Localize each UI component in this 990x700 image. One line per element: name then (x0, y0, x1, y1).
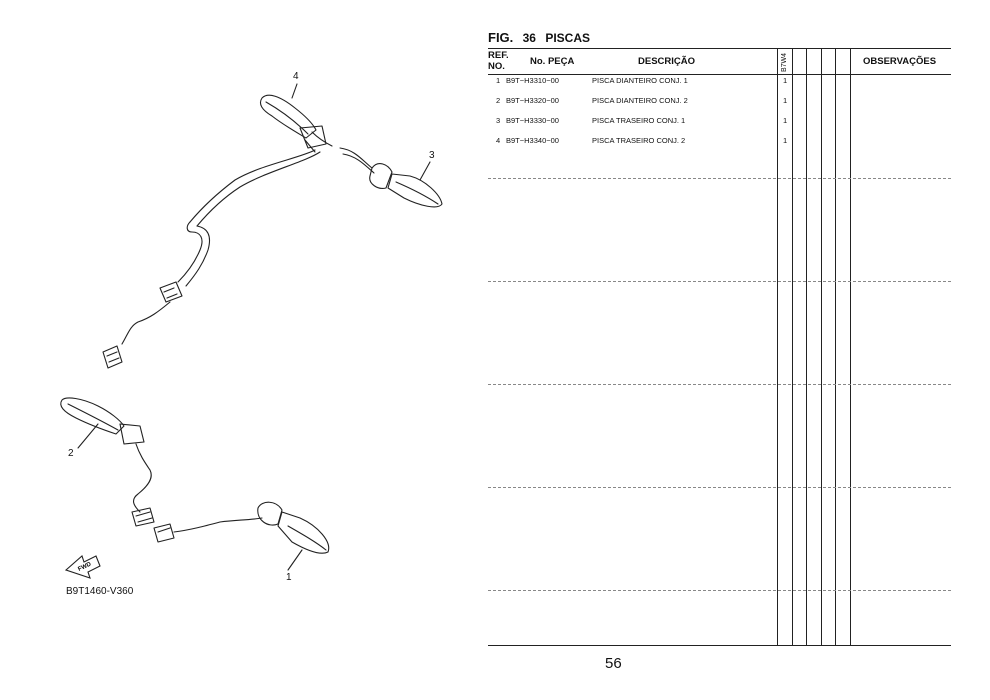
table-row: 2 B9T−H3320−00 PISCA DIANTEIRO CONJ. 2 1 (488, 96, 951, 110)
fwd-label: FWD (77, 561, 93, 572)
row-part-no: B9T−H3320−00 (506, 96, 559, 105)
callout-1: 1 (286, 572, 292, 583)
figure-number: 36 (522, 31, 536, 45)
row-ref: 2 (496, 96, 501, 105)
figure-label: FIG. (488, 30, 514, 45)
header-ref-no: REF. NO. (488, 50, 509, 72)
row-ref: 1 (496, 76, 501, 85)
row-description: PISCA DIANTEIRO CONJ. 2 (592, 96, 688, 105)
column-divider (835, 48, 836, 646)
row-qty: 1 (783, 76, 788, 85)
table-top-rule (488, 48, 951, 49)
figure-title: PISCAS (545, 31, 591, 45)
row-group-divider (488, 384, 951, 385)
header-part-no: No. PEÇA (530, 56, 575, 67)
page-number: 56 (605, 655, 622, 672)
row-group-divider (488, 281, 951, 282)
turn-signal-drawing: FWD (60, 83, 443, 579)
diagram-code: B9T1460-V360 (66, 586, 134, 597)
column-divider (792, 48, 793, 646)
row-group-divider (488, 590, 951, 591)
row-ref: 3 (496, 116, 501, 125)
row-description: PISCA DIANTEIRO CONJ. 1 (592, 76, 688, 85)
row-description: PISCA TRASEIRO CONJ. 2 (592, 136, 686, 145)
row-part-no: B9T−H3330−00 (506, 116, 559, 125)
row-group-divider (488, 487, 951, 488)
header-ref-line1: REF. (488, 50, 509, 61)
callout-4: 4 (293, 71, 299, 82)
figure-header: FIG. 36 PISCAS (488, 30, 596, 45)
header-ref-line2: NO. (488, 61, 505, 72)
callout-3: 3 (429, 150, 435, 161)
forward-arrow-icon: FWD (64, 555, 101, 579)
exploded-diagram: FWD 4 3 2 1 B9T1460-V360 (0, 0, 470, 640)
callout-2: 2 (68, 448, 74, 459)
parts-table: REF. NO. No. PEÇA DESCRIÇÃO B7W4 OBSERVA… (488, 48, 951, 646)
table-row: 3 B9T−H3330−00 PISCA TRASEIRO CONJ. 1 1 (488, 116, 951, 130)
row-part-no: B9T−H3310−00 (506, 76, 559, 85)
table-header-rule (488, 74, 951, 75)
header-description: DESCRIÇÃO (638, 56, 696, 67)
table-row: 1 B9T−H3310−00 PISCA DIANTEIRO CONJ. 1 1 (488, 76, 951, 90)
header-model: B7W4 (781, 52, 788, 72)
column-divider (777, 48, 778, 646)
table-row: 4 B9T−H3340−00 PISCA TRASEIRO CONJ. 2 1 (488, 136, 951, 150)
row-qty: 1 (783, 116, 788, 125)
row-group-divider (488, 178, 951, 179)
table-bottom-rule (488, 645, 951, 646)
column-divider (850, 48, 851, 646)
row-ref: 4 (496, 136, 501, 145)
row-qty: 1 (783, 96, 788, 105)
row-description: PISCA TRASEIRO CONJ. 1 (592, 116, 686, 125)
header-remarks: OBSERVAÇÕES (863, 56, 937, 67)
row-part-no: B9T−H3340−00 (506, 136, 559, 145)
column-divider (806, 48, 807, 646)
column-divider (821, 48, 822, 646)
row-qty: 1 (783, 136, 788, 145)
